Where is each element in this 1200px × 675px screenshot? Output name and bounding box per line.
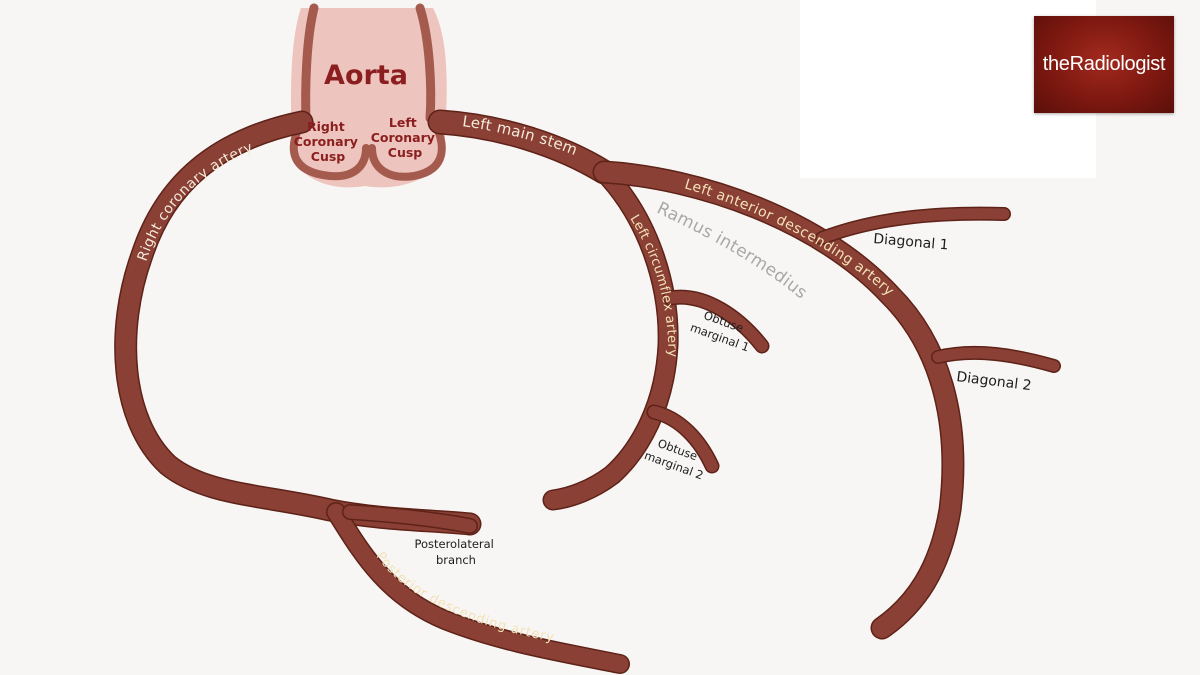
aorta-wall-right (301, 3, 319, 125)
aorta-label: Aorta (324, 60, 408, 91)
vessel-edge (326, 502, 630, 674)
right-cusp-line-2: Coronary (294, 134, 358, 149)
aorta (289, 3, 447, 188)
left-cusp-line-2: Coronary (371, 130, 435, 145)
vessel-body (816, 208, 1010, 244)
left-main-stem (427, 109, 617, 185)
plb-line-1: Posterolateral (414, 537, 493, 551)
vessel-body (429, 111, 615, 183)
diagonal-1-label: Diagonal 1 (873, 231, 950, 254)
vessel-body (343, 505, 477, 533)
obtuse-marginal-1 (662, 289, 770, 354)
right-coronary-artery (114, 110, 482, 536)
right-coronary-cusp-label: Right Coronary Cusp (294, 119, 363, 164)
posterolateral-branch (342, 504, 478, 534)
left-circumflex-artery (542, 161, 679, 511)
vessel-body (664, 291, 768, 352)
obtuse-marginal-2 (646, 404, 720, 474)
vessel-body (594, 162, 963, 638)
posterolateral-branch-label: Posterolateral branch (414, 537, 497, 567)
logo-text: theRadiologist (1042, 53, 1166, 75)
left-coronary-cusp-label: Left Coronary Cusp (371, 115, 440, 160)
plb-line-2: branch (436, 553, 476, 567)
left-coronary-cusp-outline (368, 114, 446, 181)
right-cusp-line-1: Right (307, 119, 345, 134)
right-cusp-line-3: Cusp (311, 149, 346, 164)
vessels (114, 109, 1061, 674)
aorta-body (290, 8, 447, 188)
vessel-body (115, 112, 480, 534)
posterior-descending-artery (326, 502, 630, 674)
left-cusp-line-3: Cusp (388, 145, 423, 160)
theradiologist-logo[interactable]: theRadiologist (1034, 16, 1174, 113)
diagonal-2-label: Diagonal 2 (956, 369, 1033, 394)
vessel-body (327, 503, 629, 673)
vessel-body (648, 406, 718, 472)
vessel-body (544, 163, 678, 509)
diagonal-2 (931, 345, 1061, 373)
diagonal-1 (815, 206, 1011, 245)
vessel-body (932, 347, 1060, 372)
aorta-wall-left (415, 3, 436, 123)
left-cusp-line-1: Left (389, 115, 417, 130)
left-anterior-descending-artery (592, 160, 965, 640)
right-coronary-cusp-outline (289, 114, 370, 181)
